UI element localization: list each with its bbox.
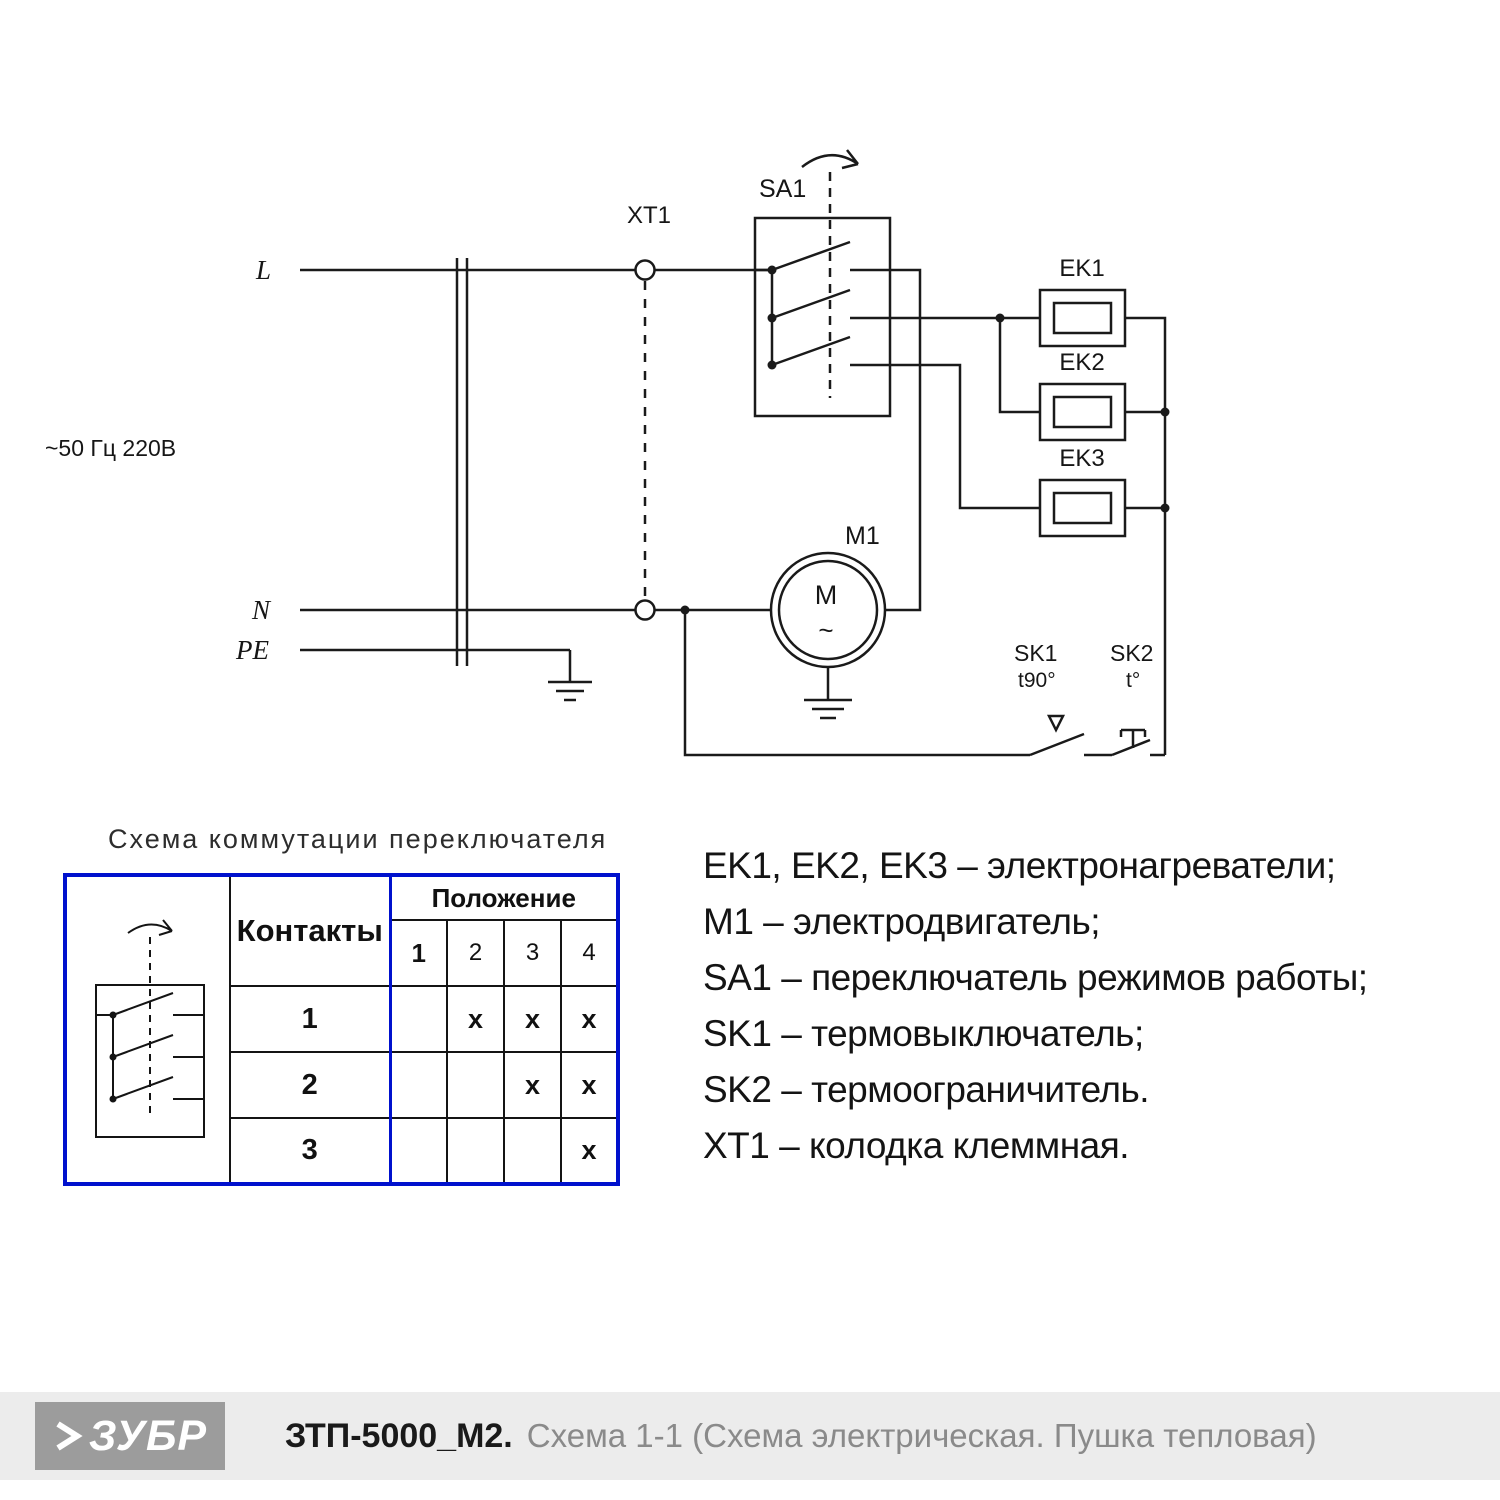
table-row: 1 x x x — [65, 985, 619, 1053]
legend-line: EK1, EK2, EK3 – электронагреватели; — [703, 845, 1336, 886]
label-ek3: EK3 — [1059, 445, 1104, 472]
switch-symbol-cell — [64, 874, 231, 1185]
wire-return — [683, 610, 1030, 757]
xt1-terminal-l — [634, 259, 656, 281]
position-col-2: 2 — [446, 919, 505, 987]
mark-cell — [389, 1051, 448, 1119]
switch-commutation-table: Контакты Положение 1 2 3 4 1 x x x 2 x — [63, 873, 620, 1186]
sa1-rotary-arrow-icon — [801, 149, 859, 170]
table-row: 2 x x — [65, 1051, 619, 1119]
sk1-contact-blade — [1029, 732, 1112, 757]
motor-letter: M — [815, 580, 838, 610]
sk1-thermal-triangle-icon — [1046, 714, 1066, 733]
label-l: L — [255, 255, 271, 285]
circuit-wiring — [300, 149, 1167, 757]
contact-number: 1 — [229, 985, 392, 1053]
legend-line: SA1 – переключатель режимов работы; — [703, 957, 1368, 998]
mark-cell — [389, 1117, 448, 1185]
model-number: ЗТП-5000_М2. — [285, 1416, 513, 1455]
pe-ground-icon — [548, 680, 592, 702]
brand-name: ЗУБР — [88, 1411, 208, 1460]
position-col-3: 3 — [503, 919, 562, 987]
footer-bar: ЗУБР ЗТП-5000_М2. Схема 1-1 (Схема элект… — [0, 1392, 1500, 1480]
switch-table-title: Схема коммутации переключателя — [108, 824, 608, 854]
label-supply: ~50 Гц 220В — [45, 435, 176, 461]
position-header: Положение — [389, 874, 619, 921]
contact-number: 2 — [229, 1051, 392, 1119]
label-sk1: SK1 — [1014, 640, 1057, 666]
mark-cell: x — [560, 1051, 619, 1119]
brand-chevron-icon — [56, 1421, 83, 1451]
mark-cell — [446, 1051, 505, 1119]
xt1-terminal-n — [634, 599, 656, 621]
mark-cell: x — [503, 1051, 562, 1119]
ek2-inner — [1052, 395, 1113, 429]
label-sk2-temp: t° — [1126, 669, 1140, 692]
contact-number: 3 — [229, 1117, 392, 1185]
mark-cell: x — [560, 1117, 619, 1185]
legend-line: SK2 – термоограничитель. — [703, 1069, 1150, 1110]
legend-line: M1 – электродвигатель; — [703, 901, 1101, 942]
component-legend: EK1, EK2, EK3 – электронагреватели; M1 –… — [703, 838, 1463, 1174]
label-pe: PE — [235, 635, 269, 665]
wire-pe — [300, 648, 572, 682]
xt1-terminals — [634, 259, 656, 621]
sk2-actuator-icon — [1119, 728, 1147, 748]
position-col-1: 1 — [389, 919, 448, 987]
mark-cell: x — [446, 985, 505, 1053]
label-m1: M1 — [845, 522, 880, 550]
footer-title: ЗТП-5000_М2. Схема 1-1 (Схема электричес… — [285, 1392, 1317, 1480]
legend-line: XT1 – колодка клеммная. — [703, 1125, 1130, 1166]
label-ek1: EK1 — [1059, 255, 1104, 282]
label-sk2: SK2 — [1110, 640, 1153, 666]
motor-wave: ~ — [818, 615, 833, 645]
position-col-4: 4 — [560, 919, 619, 987]
sa1-contact-blades — [771, 240, 851, 367]
sa1-contact-outputs — [850, 268, 890, 367]
brand-logo: ЗУБР — [35, 1402, 225, 1470]
motor-outer-circle — [769, 551, 887, 669]
ek3-inner — [1052, 491, 1113, 525]
table-row: 3 x — [65, 1117, 619, 1185]
schematic-subtitle: Схема 1-1 (Схема электрическая. Пушка те… — [526, 1417, 1317, 1454]
sk2-contact-blade — [1111, 738, 1165, 757]
mark-cell: x — [503, 985, 562, 1053]
switch-symbol-icon — [95, 919, 205, 1138]
contacts-header: Контакты — [229, 874, 392, 987]
circuit-diagram: L N PE ~50 Гц 220В XT1 SA1 M1 M ~ EK1 EK… — [45, 149, 1170, 757]
ek1-inner — [1052, 301, 1113, 335]
label-sk1-temp: t90° — [1018, 669, 1056, 692]
wire-to-ek2 — [998, 318, 1040, 414]
cable-mark — [455, 258, 469, 666]
wire-to-motor — [885, 268, 922, 612]
mark-cell — [446, 1117, 505, 1185]
label-ek2: EK2 — [1059, 349, 1104, 376]
mark-cell — [503, 1117, 562, 1185]
ek-return-bus — [1125, 316, 1167, 755]
wire-to-ek3 — [890, 363, 1040, 510]
motor-inner-circle — [777, 559, 879, 661]
label-n: N — [251, 595, 272, 625]
junction-dots — [680, 265, 1170, 615]
motor-ground-icon — [804, 667, 852, 720]
mark-cell — [389, 985, 448, 1053]
legend-line: SK1 – термовыключатель; — [703, 1013, 1144, 1054]
label-sa1: SA1 — [759, 175, 806, 203]
mark-cell: x — [560, 985, 619, 1053]
label-xt1: XT1 — [627, 202, 671, 229]
